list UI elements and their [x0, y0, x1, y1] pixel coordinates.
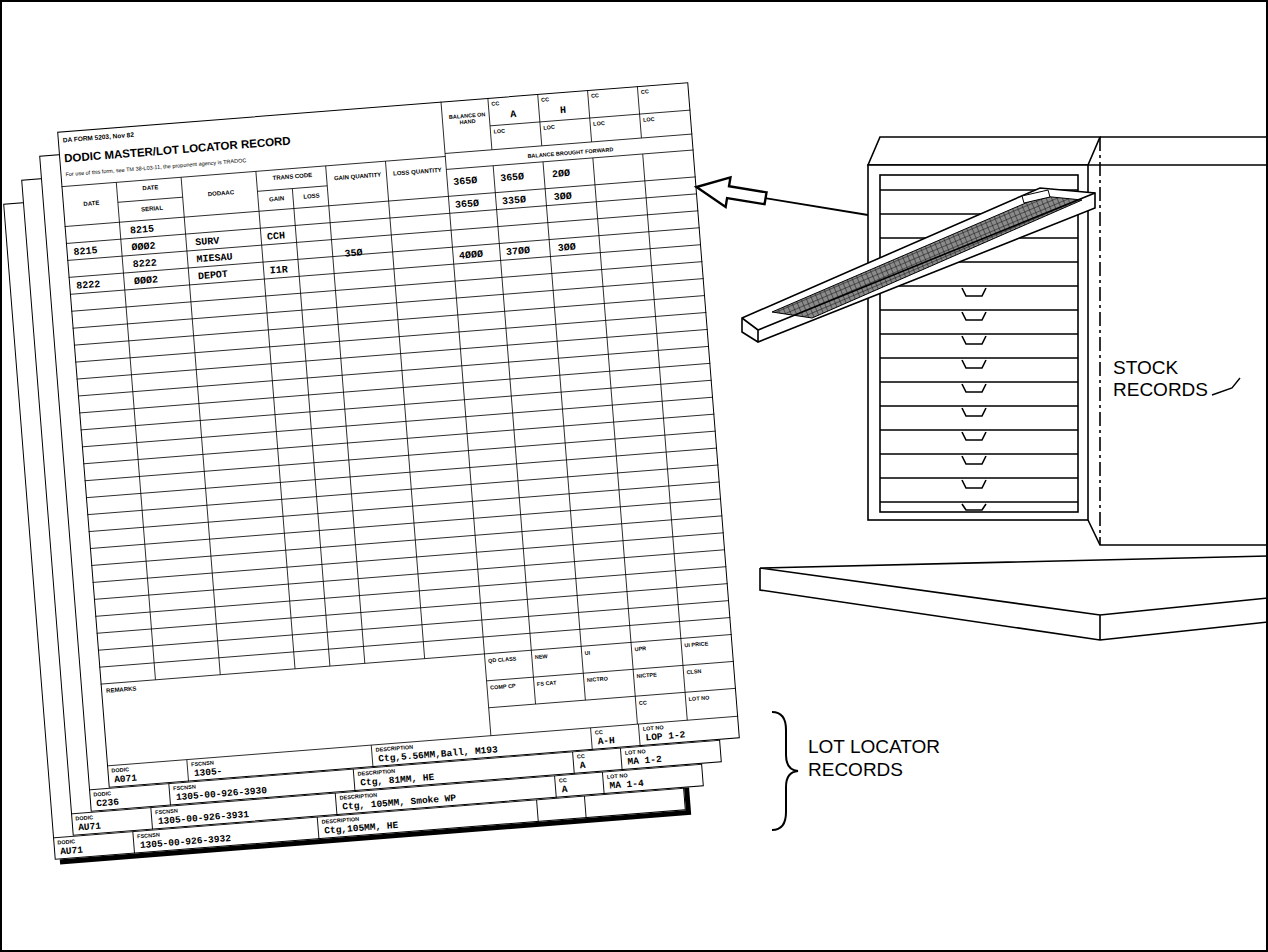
form-text: 8215 — [73, 245, 98, 258]
form-text: UI — [584, 650, 590, 657]
form-text: LOP 1-2 — [645, 730, 686, 744]
form-text: LOSS — [295, 192, 328, 201]
form-text: FS CAT — [537, 679, 557, 687]
form-text: LOC — [593, 120, 605, 127]
form-text: REMARKS — [106, 685, 137, 694]
form-text: CLSN — [686, 668, 701, 675]
form-text: NICTRO — [587, 675, 609, 683]
form-text: LOT NO — [688, 694, 709, 702]
form-text: CC — [591, 92, 599, 99]
form-text: A — [510, 109, 517, 121]
form-text: A-H — [597, 736, 615, 748]
callout-label: STOCK RECORDS — [1113, 357, 1225, 401]
form-text: LOC — [493, 128, 505, 135]
form-text: CC — [639, 699, 647, 706]
form-text: 35Ø — [344, 247, 363, 260]
form-text: 8222 — [76, 279, 101, 292]
form-text: A — [561, 785, 568, 796]
form-text: SERIAL — [120, 203, 183, 215]
form-text: LOSS QUANTITY — [388, 166, 446, 177]
form-text: 4ØØØ — [459, 249, 484, 262]
form-text: 2ØØ — [552, 168, 571, 181]
form-text: 365Ø — [453, 175, 478, 188]
form-text: ØØØ2 — [131, 241, 156, 254]
form-text: CC — [491, 100, 499, 107]
form-text: 3ØØ — [553, 191, 572, 204]
pulled-drawer — [742, 188, 1095, 342]
form-text: AU71 — [78, 822, 102, 835]
form-text: MA 1-2 — [627, 755, 662, 769]
form-text: DATE — [65, 198, 118, 209]
form-text: LOT NO — [643, 724, 664, 732]
stock-cabinet: STOCK RECORDS — [868, 135, 1268, 535]
form-text: A071 — [114, 774, 138, 787]
form-text: LOC — [543, 124, 555, 131]
form-text: NICTPE — [636, 671, 657, 679]
form-text: 365Ø — [455, 198, 480, 211]
form-text: QD CLASS — [488, 655, 517, 664]
form-text: NEW — [535, 653, 548, 660]
form-text: TRANS CODE — [258, 171, 326, 183]
leader-line — [1212, 378, 1240, 395]
form-text: CC — [577, 753, 585, 760]
form-text: ØØØ2 — [134, 274, 159, 287]
form-text: DA FORM 5203, Nov 82 — [63, 131, 135, 144]
form-text: UPR — [634, 645, 646, 652]
floor-platform — [760, 556, 1268, 640]
form-text: DODAAC — [184, 187, 257, 200]
form-text: C236 — [96, 798, 120, 811]
form-text: GAIN — [260, 195, 293, 204]
form-text: 1305- — [194, 767, 223, 780]
form-text: FSCNSN — [137, 832, 160, 840]
form-text: DODIC — [75, 814, 93, 822]
form-text: LOT NO — [607, 772, 628, 780]
form-text: LOT NO — [625, 748, 646, 756]
record-card: DA FORM 5203, Nov 82DODIC MASTER/LOT LOC… — [57, 82, 740, 788]
callout-label: LOT LOCATOR RECORDS — [808, 736, 973, 782]
form-text: 37ØØ — [506, 245, 531, 258]
form-text: 8215 — [130, 224, 155, 237]
form-text: 365Ø — [500, 171, 525, 184]
form-text: COMP CP — [490, 683, 516, 691]
form-text: FSCNSN — [191, 760, 214, 768]
form-text: DODIC — [93, 790, 111, 798]
form-text: MIESAU DEPOT — [196, 248, 247, 286]
form-text: CC — [541, 96, 549, 103]
form-text: SURV — [195, 235, 220, 248]
form-text: BALANCE ON HAND — [445, 111, 490, 127]
form-text: UI PRICE — [684, 640, 708, 648]
form-text: H — [560, 105, 567, 117]
connector-group — [696, 177, 868, 215]
form-text: 3ØØ — [557, 242, 576, 255]
form-text: AU71 — [60, 846, 84, 859]
form-text: DODIC — [57, 838, 75, 846]
form-text: I1R — [269, 264, 288, 277]
bracket — [772, 712, 798, 830]
form-text: FSCNSN — [173, 784, 196, 792]
form-text: CC — [641, 88, 649, 95]
form-text: BALANCE BROUGHT FORWARD — [447, 140, 695, 166]
form-text: LOC — [643, 116, 655, 123]
form-text: GAIN QUANTITY — [328, 171, 386, 182]
form-text: FSCNSN — [155, 808, 178, 816]
form-text: 335Ø — [502, 194, 527, 207]
form-text: CCH — [267, 230, 286, 243]
form-text: CC — [595, 729, 603, 736]
connector — [696, 187, 868, 215]
arrow-head — [696, 177, 766, 207]
cabinet-body — [868, 137, 1268, 545]
form-text: MA 1-4 — [609, 779, 644, 793]
form-text: DATE — [119, 182, 182, 194]
form-text: DODIC — [111, 766, 129, 774]
form-text: 8222 — [132, 257, 157, 270]
form-text: A — [579, 761, 586, 772]
form-text: CC — [559, 777, 567, 784]
